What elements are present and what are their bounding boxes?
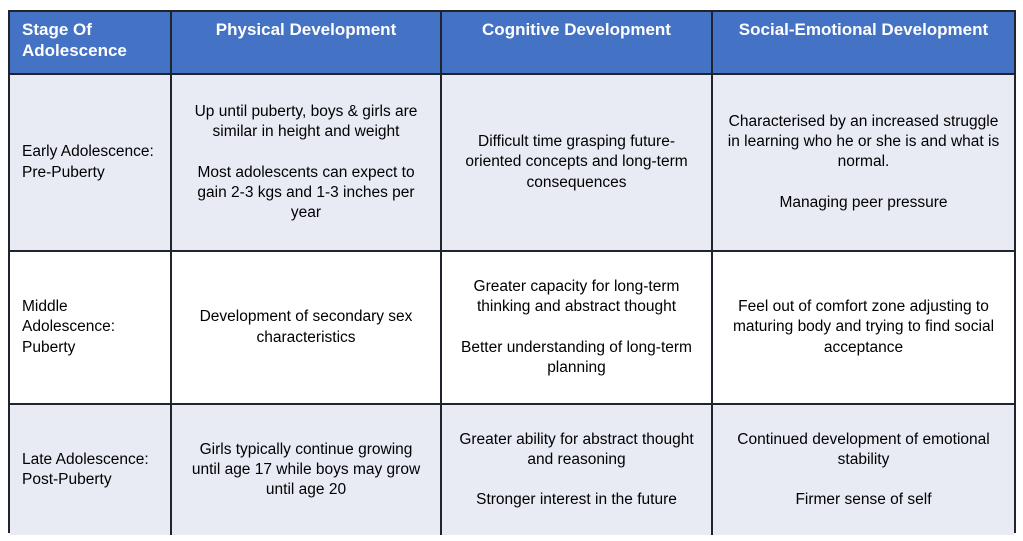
cell-paragraph: Managing peer pressure xyxy=(779,193,948,211)
cell-paragraph: Characterised by an increased struggle i… xyxy=(727,113,1000,171)
column-header-physical: Physical Development xyxy=(171,12,442,75)
cell-paragraph: Most adolescents can expect to gain 2-3 … xyxy=(197,163,415,221)
cell-paragraph: Feel out of comfort zone adjusting to ma… xyxy=(732,298,995,356)
cell-stage: Late Adolescence: Post-Puberty xyxy=(10,404,172,535)
cell-physical: Development of secondary sex characteris… xyxy=(171,251,442,405)
table-header-row: Stage Of Adolescence Physical Developmen… xyxy=(10,12,1014,75)
column-header-social: Social-Emotional Development xyxy=(712,12,1014,75)
cell-paragraph: Stronger interest in the future xyxy=(476,491,677,509)
cell-physical: Girls typically continue growing until a… xyxy=(171,404,442,535)
table-row: Early Adolescence: Pre-Puberty Up until … xyxy=(10,74,1014,252)
cell-cognitive: Difficult time grasping future-oriented … xyxy=(441,74,713,252)
cell-paragraph: Girls typically continue growing until a… xyxy=(191,440,421,499)
cell-paragraph: Up until puberty, boys & girls are simil… xyxy=(194,103,418,141)
cell-stage: Middle Adolescence: Puberty xyxy=(10,251,172,405)
column-header-cognitive: Cognitive Development xyxy=(441,12,713,75)
table-header: Stage Of Adolescence Physical Developmen… xyxy=(10,12,1014,75)
cell-social: Characterised by an increased struggle i… xyxy=(712,74,1014,252)
cell-cognitive: Greater capacity for long-term thinking … xyxy=(441,251,713,405)
cell-cognitive: Greater ability for abstract thought and… xyxy=(441,404,713,535)
table-body: Early Adolescence: Pre-Puberty Up until … xyxy=(10,74,1014,535)
table-row: Middle Adolescence: Puberty Development … xyxy=(10,251,1014,405)
cell-paragraph: Development of secondary sex characteris… xyxy=(199,308,413,346)
cell-paragraph: Difficult time grasping future-oriented … xyxy=(465,133,688,191)
adolescence-stages-table: Stage Of Adolescence Physical Developmen… xyxy=(10,12,1014,535)
adolescence-stages-table-container: Stage Of Adolescence Physical Developmen… xyxy=(8,10,1016,535)
cell-social: Continued development of emotional stabi… xyxy=(712,404,1014,535)
cell-physical: Up until puberty, boys & girls are simil… xyxy=(171,74,442,252)
cell-paragraph: Greater ability for abstract thought and… xyxy=(459,430,694,468)
cell-stage: Early Adolescence: Pre-Puberty xyxy=(10,74,172,252)
cell-paragraph: Better understanding of long-term planni… xyxy=(461,338,692,376)
table-row: Late Adolescence: Post-Puberty Girls typ… xyxy=(10,404,1014,535)
column-header-stage: Stage Of Adolescence xyxy=(10,12,172,75)
cell-social: Feel out of comfort zone adjusting to ma… xyxy=(712,251,1014,405)
cell-paragraph: Greater capacity for long-term thinking … xyxy=(473,278,680,316)
cell-paragraph: Firmer sense of self xyxy=(795,491,932,509)
cell-paragraph: Continued development of emotional stabi… xyxy=(737,430,990,468)
